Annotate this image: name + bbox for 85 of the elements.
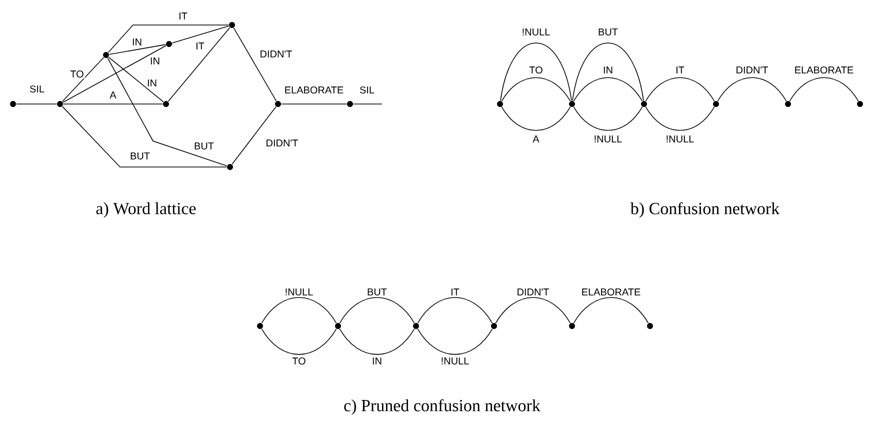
edge-line bbox=[108, 24, 230, 53]
edge-line bbox=[261, 328, 337, 355]
lattice-node bbox=[10, 101, 16, 107]
edge-line bbox=[339, 297, 415, 324]
edge-label: DIDN'T bbox=[258, 50, 294, 58]
lattice-node bbox=[57, 101, 63, 107]
edge-label: IN bbox=[149, 56, 161, 66]
edge-label: IN bbox=[602, 66, 614, 74]
edge-label: IT bbox=[450, 288, 460, 296]
lattice-node bbox=[641, 101, 647, 107]
lattice-node bbox=[647, 323, 653, 329]
edge-line bbox=[233, 28, 277, 102]
edge-line bbox=[717, 77, 787, 102]
edge-label: !NULL bbox=[592, 134, 624, 144]
edge-label: ELABORATE bbox=[793, 65, 855, 75]
edge-line bbox=[62, 106, 228, 168]
lattice-node bbox=[347, 101, 353, 107]
edge-label: BUT bbox=[366, 288, 388, 296]
edge-label: !NULL bbox=[440, 356, 470, 366]
lattice-node bbox=[497, 101, 503, 107]
edge-label: IT bbox=[178, 12, 188, 20]
edge-label: BUT bbox=[129, 152, 151, 160]
edge-line bbox=[339, 328, 415, 355]
edge-line bbox=[172, 26, 230, 44]
lattice-node bbox=[335, 323, 341, 329]
edge-line bbox=[645, 106, 715, 131]
edge-line bbox=[417, 328, 493, 355]
edge-line bbox=[261, 297, 337, 324]
edge-line bbox=[573, 297, 649, 324]
edge-label: DIDN'T bbox=[264, 138, 300, 148]
edge-label: DIDN'T bbox=[516, 288, 550, 296]
edge-label: TO bbox=[291, 356, 307, 366]
edge-label: DIDN'T bbox=[734, 66, 770, 74]
edge-line bbox=[168, 27, 230, 102]
lattice-node bbox=[227, 164, 233, 170]
edge-line bbox=[573, 77, 643, 102]
lattice-node bbox=[491, 323, 497, 329]
lattice-node bbox=[163, 101, 169, 107]
lattice-node bbox=[257, 323, 263, 329]
edge-label: A bbox=[532, 134, 540, 144]
edge-label: A bbox=[108, 90, 118, 100]
lattice-node bbox=[103, 52, 109, 58]
edge-line bbox=[789, 77, 859, 102]
lattice-node bbox=[713, 101, 719, 107]
edge-label: !NULL bbox=[520, 28, 552, 36]
edge-label: IN bbox=[146, 78, 158, 88]
panel-caption: a) Word lattice bbox=[96, 202, 196, 218]
lattice-node bbox=[413, 323, 419, 329]
panel-caption: c) Pruned confusion network bbox=[344, 399, 540, 415]
edge-line bbox=[501, 77, 571, 102]
lattice-node bbox=[166, 41, 172, 47]
lattice-node bbox=[857, 101, 863, 107]
edge-line bbox=[500, 42, 572, 102]
edge-line bbox=[108, 44, 166, 55]
edge-label: IT bbox=[674, 66, 686, 74]
edge-label: !NULL bbox=[284, 288, 314, 296]
edge-label: IN bbox=[371, 356, 383, 366]
edge-label: SIL bbox=[28, 84, 46, 94]
edge-label: IN bbox=[131, 38, 143, 46]
edge-line bbox=[417, 297, 493, 324]
edge-label: BUT bbox=[193, 142, 215, 150]
edge-line bbox=[645, 77, 715, 102]
edge-label: BUT bbox=[597, 28, 619, 36]
edge-line bbox=[572, 42, 644, 102]
edge-line bbox=[495, 297, 571, 324]
edge-label: TO bbox=[69, 69, 85, 79]
lattice-node bbox=[785, 101, 791, 107]
lattice-node bbox=[229, 22, 235, 28]
edge-line bbox=[232, 106, 276, 165]
edge-label: IT bbox=[194, 42, 206, 50]
edge-line bbox=[573, 106, 643, 131]
panel-caption: b) Confusion network bbox=[630, 202, 780, 218]
edge-line bbox=[62, 45, 166, 103]
edge-label: !NULL bbox=[664, 134, 696, 144]
edge-label: ELABORATE bbox=[580, 287, 642, 297]
edge-line bbox=[107, 58, 228, 166]
edge-label: TO bbox=[528, 65, 544, 75]
edge-label: ELABORATE bbox=[283, 85, 345, 95]
lattice-node bbox=[569, 101, 575, 107]
edge-line bbox=[62, 57, 104, 102]
edge-line bbox=[501, 106, 571, 131]
lattice-node bbox=[569, 323, 575, 329]
edge-label: SIL bbox=[358, 85, 376, 95]
lattice-node bbox=[275, 101, 281, 107]
edge-line bbox=[108, 56, 164, 102]
